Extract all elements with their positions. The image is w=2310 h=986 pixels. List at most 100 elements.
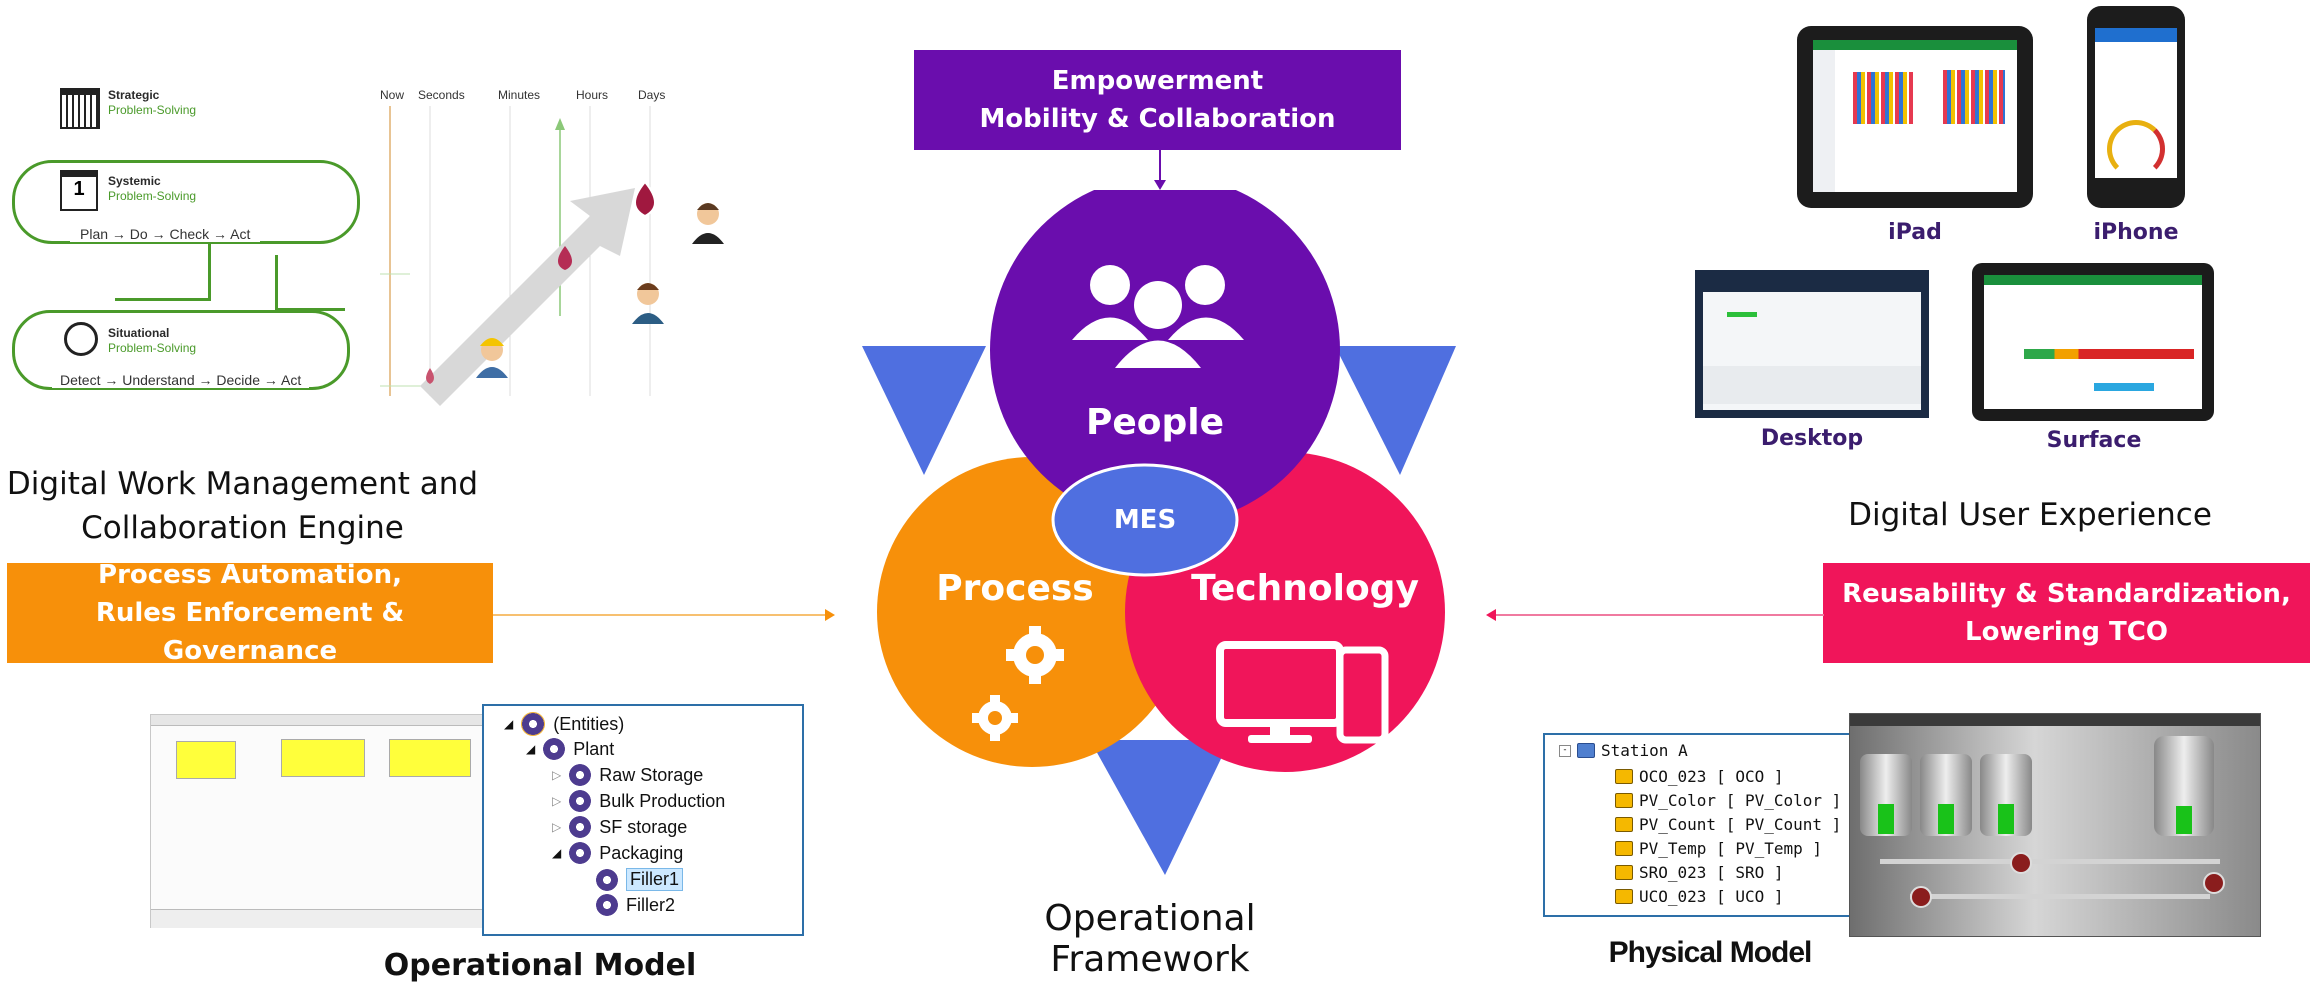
situational-subtitle: Problem-Solving <box>108 341 197 355</box>
top-banner-arrow <box>1154 150 1166 190</box>
tree-row-raw-storage[interactable]: ▷ Raw Storage <box>552 764 703 786</box>
operational-model-caption: Operational Model <box>383 948 697 983</box>
bar-chart-thumbnail <box>1853 72 1913 124</box>
pdca-text: Plan → Do → Check → Act <box>70 226 261 242</box>
tree-label: Station A <box>1601 741 1688 760</box>
reusability-banner: Reusability & Standardization, Lowering … <box>1823 563 2310 663</box>
tree-row-packaging[interactable]: ◢ Packaging <box>552 842 683 864</box>
desktop-label: Desktop <box>1760 426 1864 451</box>
empowerment-banner-line1: Empowerment <box>1051 66 1264 96</box>
collapse-box-icon: - <box>1559 744 1571 757</box>
gear-icon <box>596 868 618 891</box>
tank-icon <box>1920 754 1972 836</box>
valve-icon <box>2203 872 2225 894</box>
gear-icon <box>543 738 566 760</box>
check-down-connector <box>208 243 211 299</box>
devices-icon <box>1216 641 1389 744</box>
tree-row-item[interactable]: PV_Temp [ PV_Temp ] <box>1615 839 1822 858</box>
surface-device <box>1972 263 2214 421</box>
iphone-screen <box>2095 28 2177 178</box>
collapse-arrow-icon: ◢ <box>504 717 514 731</box>
dudda-text: Detect → Understand → Decide → Act <box>52 372 310 388</box>
process-banner-line2: Rules Enforcement & Governance <box>95 598 405 666</box>
strategic-title: Strategic <box>108 88 160 102</box>
desktop-device <box>1695 270 1929 418</box>
tree-row-sf-storage[interactable]: ▷ SF storage <box>552 816 687 838</box>
technology-label: Technology <box>1191 568 1419 609</box>
tank-icon <box>1860 754 1912 836</box>
problem-solving-diagram: Strategic Problem-Solving 1 Systemic Pro… <box>0 70 740 406</box>
situational-loop <box>12 310 350 390</box>
tree-label: PV_Temp [ PV_Temp ] <box>1639 839 1823 858</box>
tree-label-selected: Filler1 <box>626 868 684 891</box>
gears-icon <box>972 626 1064 741</box>
folder-icon <box>1577 743 1595 758</box>
strategic-subtitle: Problem-Solving <box>108 103 197 117</box>
tree-row-bulk-production[interactable]: ▷ Bulk Production <box>552 790 725 812</box>
time-label-days: Days <box>638 88 666 102</box>
process-label: Process <box>936 568 1094 609</box>
tree-row-item[interactable]: OCO_023 [ OCO ] <box>1615 767 1784 786</box>
expand-arrow-icon: ▷ <box>552 768 562 782</box>
operational-model-screenshot <box>150 714 492 928</box>
ipad-screen <box>1813 40 2017 192</box>
tree-label: Packaging <box>599 842 684 863</box>
drop-icon-small <box>426 368 434 384</box>
tree-row-filler2[interactable]: Filler2 <box>596 894 675 916</box>
time-label-seconds: Seconds <box>418 88 465 102</box>
tree-row-item[interactable]: PV_Color [ PV_Color ] <box>1615 791 1841 810</box>
gear-icon <box>569 790 592 812</box>
tree-row-entities[interactable]: ◢ (Entities) <box>504 712 624 736</box>
right-banner-arrow <box>1486 609 1824 621</box>
tree-label: SRO_023 [ SRO ] <box>1639 863 1784 882</box>
center-venn-diagram <box>862 190 1456 875</box>
reusability-banner-line2: Lowering TCO <box>1965 617 2168 647</box>
tree-label: PV_Color [ PV_Color ] <box>1639 791 1842 810</box>
tree-row-item[interactable]: SRO_023 [ SRO ] <box>1615 863 1784 882</box>
tree-label: Raw Storage <box>599 764 704 785</box>
gauge-icon <box>2107 120 2165 178</box>
blue-triangle-bottom <box>1090 740 1230 875</box>
expand-arrow-icon: ▷ <box>552 794 562 808</box>
tree-label: OCO_023 [ OCO ] <box>1639 767 1784 786</box>
tree-row-item[interactable]: UCO_023 [ UCO ] <box>1615 887 1784 906</box>
tree-row-station-a[interactable]: - Station A <box>1559 741 1688 760</box>
pipe <box>1880 859 2220 864</box>
tree-label: PV_Count [ PV_Count ] <box>1639 815 1842 834</box>
tree-label: (Entities) <box>553 713 625 734</box>
gear-icon <box>569 842 592 864</box>
reusability-banner-line1: Reusability & Standardization, <box>1842 579 2291 609</box>
escalation-arrow <box>420 188 635 406</box>
time-label-minutes: Minutes <box>498 88 541 102</box>
process-banner-line1: Process Automation, <box>98 560 402 590</box>
tree-row-filler1[interactable]: Filler1 <box>596 868 684 891</box>
executive-avatar-icon <box>692 203 724 244</box>
operational-framework-caption: Operational Framework <box>1044 898 1256 980</box>
systemic-loop <box>12 160 360 244</box>
expand-arrow-icon: ▷ <box>552 820 562 834</box>
manager-avatar-icon <box>632 283 664 324</box>
bar-chart-thumbnail <box>1943 70 2005 124</box>
iphone-device <box>2087 6 2185 208</box>
time-label-now: Now <box>380 88 405 102</box>
time-escalation-chart <box>380 106 724 406</box>
folder-icon <box>1615 769 1633 784</box>
tank-icon <box>1980 754 2032 836</box>
people-label: People <box>1085 402 1225 443</box>
drop-icon-large <box>634 180 656 218</box>
worker-avatar-icon <box>476 338 508 378</box>
process-automation-banner: Process Automation, Rules Enforcement & … <box>7 560 493 666</box>
mes-label: MES <box>1113 505 1177 535</box>
collapse-arrow-icon: ◢ <box>526 742 536 756</box>
check-down-connector-horizontal <box>115 298 211 301</box>
surface-label: Surface <box>2046 428 2142 453</box>
tree-row-item[interactable]: PV_Count [ PV_Count ] <box>1615 815 1841 834</box>
status-strip <box>2024 349 2194 359</box>
iphone-label: iPhone <box>2093 220 2179 245</box>
gear-icon <box>521 712 546 736</box>
workflow-node <box>281 739 365 777</box>
situational-title: Situational <box>108 326 170 340</box>
tree-row-plant[interactable]: ◢ Plant <box>526 738 614 760</box>
folder-icon <box>1615 841 1633 856</box>
tree-label: SF storage <box>599 816 688 837</box>
